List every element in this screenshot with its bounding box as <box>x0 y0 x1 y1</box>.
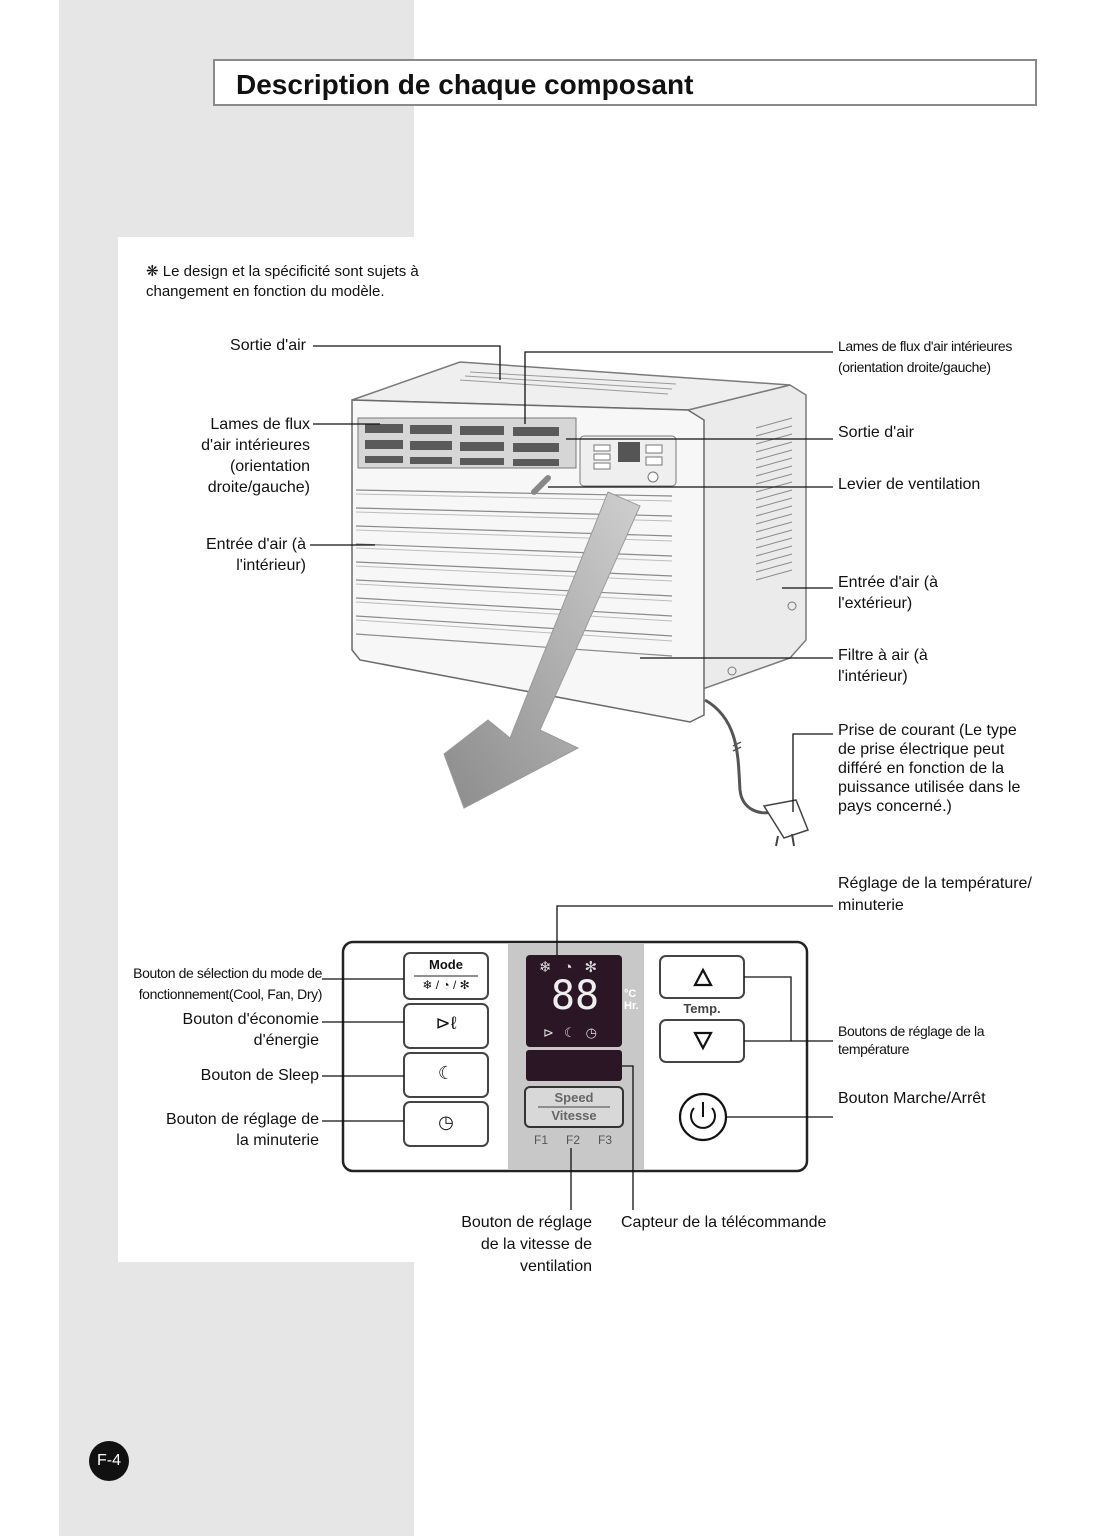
gray-band-top <box>59 0 414 237</box>
temp-label: Temp. <box>683 1001 721 1016</box>
energy-saver-icon[interactable]: ⊳ℓ <box>435 1013 457 1033</box>
display-unit-hr: Hr. <box>624 1000 639 1012</box>
page-title: Description de chaque composant <box>236 69 694 100</box>
title-box: Description de chaque composant <box>213 59 1037 106</box>
label-filtre: Filtre à air (à l'intérieur) <box>838 647 928 685</box>
design-note-text: Le design et la spécificité sont sujets … <box>146 263 419 300</box>
label-sortie-air-top: Sortie d'air <box>230 337 306 354</box>
label-timer-button: Bouton de réglage de la minuterie <box>165 1111 319 1149</box>
leader-lines <box>310 345 833 1210</box>
gray-band-left <box>59 237 118 1262</box>
design-note: ❋ Le design et la spécificité sont sujet… <box>146 262 476 302</box>
asterism-icon: ❋ <box>146 263 159 280</box>
speed-f1: F1 <box>534 1133 549 1147</box>
mode-icons: ❄ / ◔ / ✻ <box>422 978 470 992</box>
label-prise: Prise de courant (Le type de prise élect… <box>838 722 1021 815</box>
label-mode-button: Bouton de sélection du mode de fonctionn… <box>133 965 322 1002</box>
label-sortie-air-right: Sortie d'air <box>838 424 914 441</box>
label-temp-buttons: Boutons de réglage de la température <box>838 1023 985 1057</box>
label-lames-right: Lames de flux d'air intérieures (orienta… <box>838 338 1012 375</box>
mode-button[interactable]: Mode <box>429 957 463 972</box>
label-entree-interieur: Entrée d'air (à l'intérieur) <box>206 536 306 574</box>
label-reglage-temp-minuterie: Réglage de la température/ minuterie <box>838 875 1032 914</box>
display-status-icons: ⊳☾◷ <box>543 1025 607 1040</box>
label-entree-exterieur: Entrée d'air (à l'extérieur) <box>838 574 938 612</box>
label-power-button: Bouton Marche/Arrêt <box>838 1090 986 1107</box>
display-mode-icons: ❄◔✻ <box>538 959 610 976</box>
vitesse-label[interactable]: Vitesse <box>551 1108 597 1123</box>
label-levier: Levier de ventilation <box>838 476 981 493</box>
label-sleep-button: Bouton de Sleep <box>200 1067 319 1084</box>
gray-band-bottom <box>59 1262 414 1536</box>
page-number: F-4 <box>89 1441 129 1481</box>
speed-label[interactable]: Speed <box>554 1090 594 1105</box>
sleep-icon[interactable]: ☾ <box>437 1063 455 1083</box>
control-panel <box>341 940 809 1173</box>
speed-f2: F2 <box>566 1133 581 1147</box>
label-remote-sensor: Capteur de la télécommande <box>621 1214 827 1231</box>
label-lames-left: Lames de flux d'air intérieures (orienta… <box>201 416 310 496</box>
timer-icon[interactable]: ◷ <box>438 1112 454 1132</box>
air-conditioner-unit <box>351 361 809 847</box>
display-digits: 88 <box>550 973 600 1019</box>
label-eco-button: Bouton d'économie d'énergie <box>182 1011 319 1049</box>
speed-f3: F3 <box>598 1133 613 1147</box>
display-unit-c: °C <box>624 988 637 1000</box>
label-speed-button: Bouton de réglage de la vitesse de venti… <box>461 1214 592 1275</box>
